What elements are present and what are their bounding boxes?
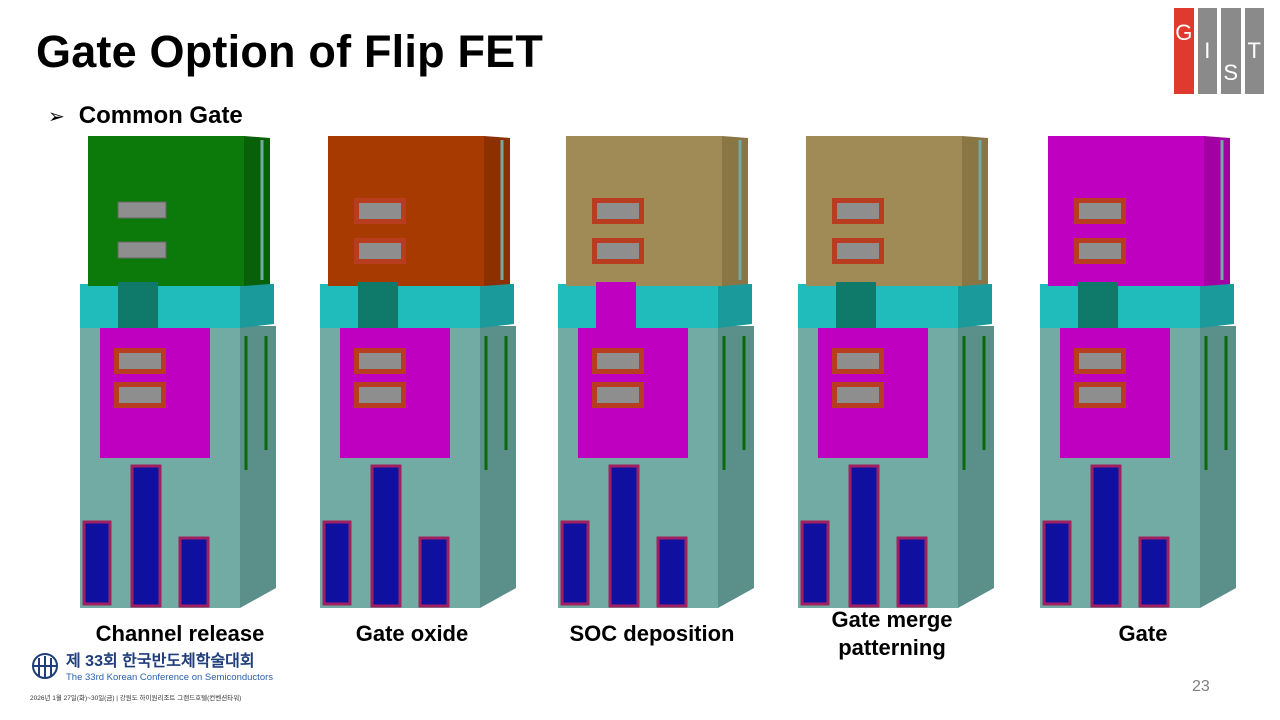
left-contact	[322, 520, 352, 606]
right-contact	[1138, 536, 1170, 608]
bottom-channel-1	[119, 353, 161, 369]
step-label-5: Gate	[1118, 621, 1168, 646]
bottom-channel-2	[597, 387, 639, 403]
center-contact	[608, 464, 640, 608]
spacer-side	[480, 284, 514, 328]
logo-bar-i: I	[1197, 8, 1217, 94]
top-gate-side	[484, 136, 510, 286]
left-contact	[82, 520, 112, 606]
bottom-channel-1	[837, 353, 879, 369]
conference-date: 2026년 1월 27일(화)~30일(금) | 강원도 하이원리조트 그랜드호…	[30, 695, 242, 702]
page-number: 23	[1192, 678, 1210, 695]
logo-bar-s: S	[1221, 8, 1241, 94]
step-label-line: patterning	[838, 635, 946, 660]
logo-bar-t: T	[1244, 8, 1264, 94]
top-gate-side	[962, 136, 988, 286]
gate-via	[118, 282, 158, 328]
top-channel-1	[1079, 203, 1121, 219]
conference-branding: 제 33회 한국반도체학술대회 The 33rd Korean Conferen…	[30, 652, 273, 684]
device-step-4	[798, 136, 994, 608]
top-channel-2	[117, 241, 167, 259]
gate-via	[596, 282, 636, 328]
spacer-side	[240, 284, 274, 328]
step-label-line: Gate merge	[831, 607, 953, 632]
right-contact	[178, 536, 210, 608]
bottom-channel-1	[1079, 353, 1121, 369]
gist-logo: G I S T	[1174, 8, 1264, 94]
page-title: Gate Option of Flip FET	[36, 26, 544, 77]
right-contact	[896, 536, 928, 608]
bullet-common-gate: ➢ Common Gate	[48, 102, 243, 130]
right-contact	[656, 536, 688, 608]
right-contact	[418, 536, 450, 608]
device-step-2	[320, 136, 516, 608]
spacer-side	[1200, 284, 1234, 328]
left-contact	[560, 520, 590, 606]
bottom-channel-2	[837, 387, 879, 403]
gate-via	[1078, 282, 1118, 328]
top-gate-side	[1204, 136, 1230, 286]
spacer-side	[718, 284, 752, 328]
arrow-bullet-icon: ➢	[48, 105, 65, 128]
bottom-channel-1	[597, 353, 639, 369]
top-gate-side	[244, 136, 270, 286]
step-label-1: Channel release	[95, 621, 265, 646]
top-channel-1	[117, 201, 167, 219]
center-contact	[1090, 464, 1122, 608]
top-channel-1	[359, 203, 401, 219]
center-contact	[130, 464, 162, 608]
bullet-text: Common Gate	[78, 102, 243, 129]
center-contact	[848, 464, 880, 608]
device-step-3	[558, 136, 754, 608]
spacer-front	[80, 284, 240, 328]
top-gate-side	[722, 136, 748, 286]
logo-bar-g: G	[1174, 8, 1194, 94]
step-label-2: Gate oxide	[355, 621, 469, 646]
spacer-front	[320, 284, 480, 328]
top-channel-1	[837, 203, 879, 219]
gate-via	[836, 282, 876, 328]
spacer-front	[1040, 284, 1200, 328]
step-label-3: SOC deposition	[569, 621, 735, 646]
step-label-4: Gate merge patterning	[772, 606, 1012, 662]
left-contact	[800, 520, 830, 606]
spacer-side	[958, 284, 992, 328]
top-channel-2	[359, 243, 401, 259]
top-channel-1	[597, 203, 639, 219]
bottom-channel-2	[359, 387, 401, 403]
top-channel-2	[1079, 243, 1121, 259]
device-step-1	[80, 136, 276, 608]
bottom-channel-2	[119, 387, 161, 403]
left-contact	[1042, 520, 1072, 606]
top-channel-2	[597, 243, 639, 259]
conference-name-english: The 33rd Korean Conference on Semiconduc…	[66, 672, 274, 683]
conference-logo-icon	[32, 653, 58, 679]
center-contact	[370, 464, 402, 608]
bottom-channel-2	[1079, 387, 1121, 403]
bottom-channel-1	[359, 353, 401, 369]
spacer-front	[798, 284, 958, 328]
spacer-front	[558, 284, 718, 328]
gate-via	[358, 282, 398, 328]
device-step-5	[1040, 136, 1236, 608]
conference-name-korean: 제 33회 한국반도체학술대회	[66, 653, 255, 670]
top-channel-2	[837, 243, 879, 259]
